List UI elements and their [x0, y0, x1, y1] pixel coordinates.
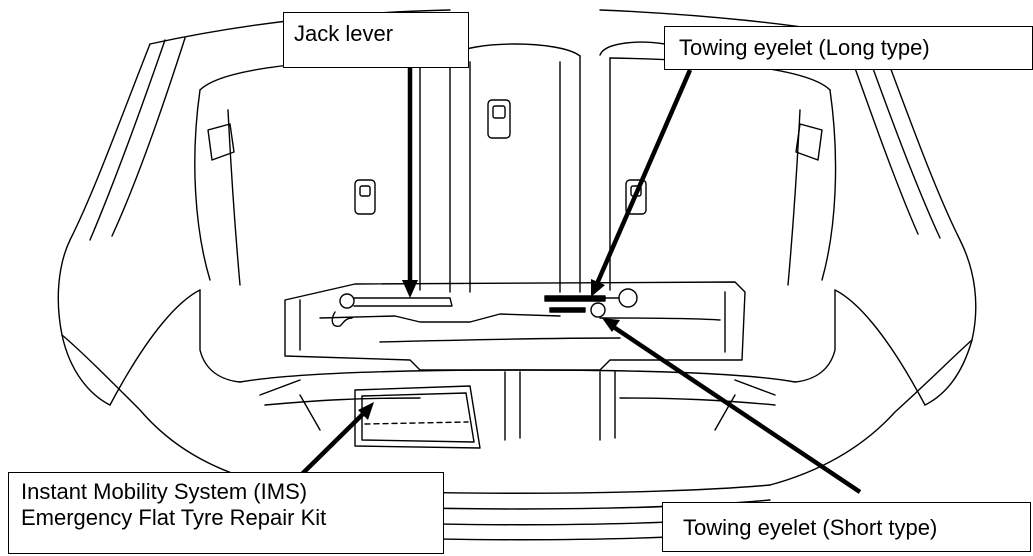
leader-arrows	[298, 66, 862, 494]
jack-lever-label: Jack lever	[283, 12, 469, 68]
jack-lever-text: Jack lever	[294, 21, 394, 46]
arrowhead-towing-long	[591, 279, 605, 297]
ims-repair-kit-label: Instant Mobility System (IMS) Emergency …	[8, 472, 444, 554]
luggage-board	[284, 281, 746, 371]
arrow-towing-short	[610, 324, 862, 494]
arrowhead-towing-short	[602, 318, 620, 332]
jack-lever-tool	[331, 293, 453, 327]
car-body-outline	[57, 9, 977, 486]
towing-eyelet-short-text: Towing eyelet (Short type)	[683, 515, 938, 540]
towing-eyelet-long-text: Towing eyelet (Long type)	[679, 35, 930, 60]
arrow-heads	[358, 279, 620, 420]
side-trim	[109, 289, 926, 406]
arrow-ims	[298, 410, 367, 478]
arrow-towing-long	[593, 69, 693, 287]
towing-eyelet-long-tool	[544, 288, 638, 308]
underfloor-storage	[239, 369, 796, 449]
towing-eyelet-short-tool	[549, 302, 606, 318]
arrowhead-jack-lever	[402, 280, 418, 298]
towing-eyelet-long-label: Towing eyelet (Long type)	[664, 26, 1033, 70]
arrowhead-ims	[358, 402, 374, 420]
ims-line-1: Instant Mobility System (IMS)	[21, 479, 308, 504]
ims-line-2: Emergency Flat Tyre Repair Kit	[21, 505, 327, 530]
towing-eyelet-short-label: Towing eyelet (Short type)	[662, 502, 1031, 552]
rear-seatbacks	[194, 43, 837, 293]
